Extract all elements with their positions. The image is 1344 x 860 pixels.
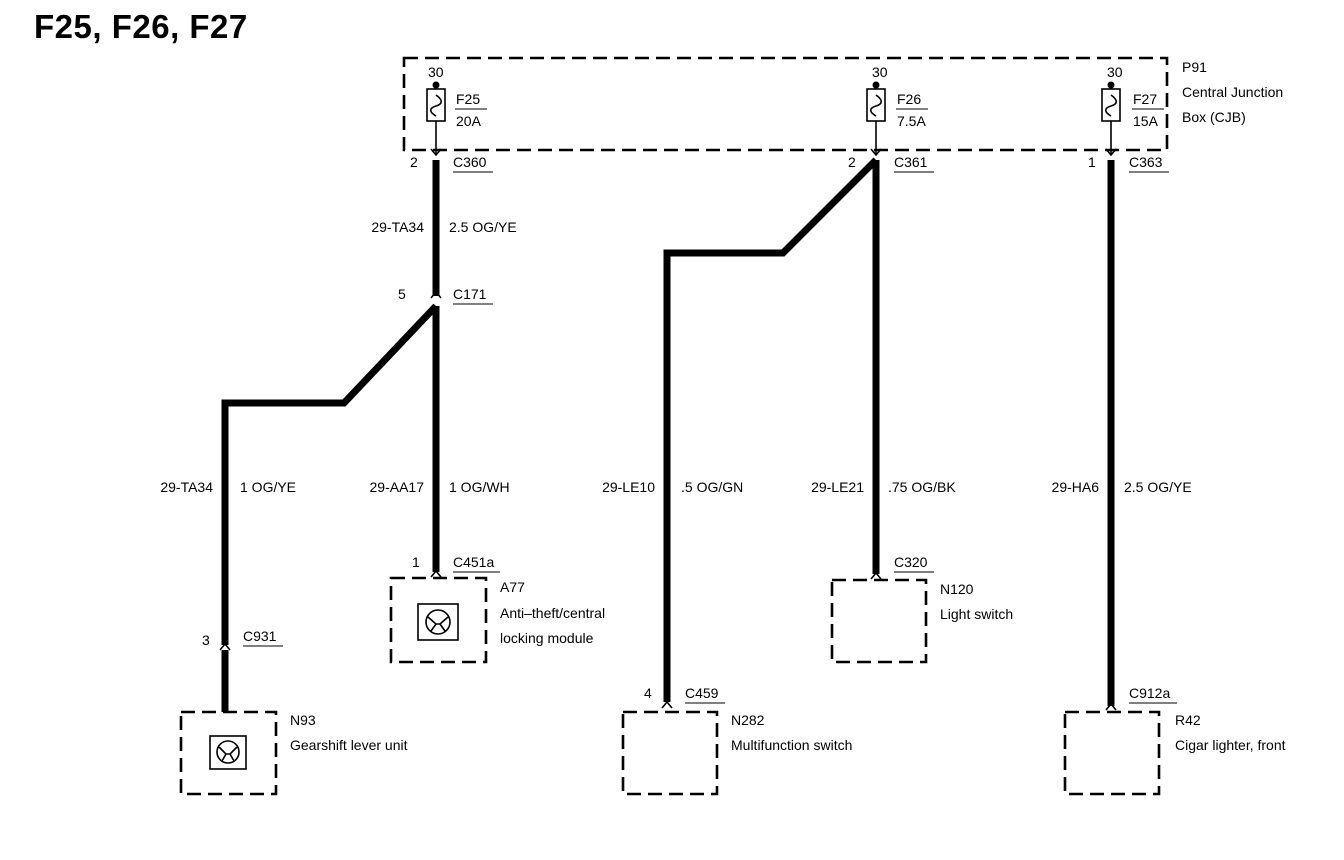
a77-pin: 1 xyxy=(412,554,420,570)
wire-w1-spec: 2.5 OG/YE xyxy=(449,219,517,235)
a77-ref: A77 xyxy=(500,579,525,595)
connector-c931: C931 xyxy=(243,628,277,644)
wire-w5-spec: .75 OG/BK xyxy=(888,479,956,495)
wire-29-le10 xyxy=(663,157,879,702)
component-r42: C912a R42 Cigar lighter, front xyxy=(1063,685,1286,796)
fuse-f27-name: F27 xyxy=(1133,91,1157,107)
fuse-f27: 30 F27 15A 1 C363 xyxy=(1088,64,1169,173)
inline-connector-c171: 5 C171 xyxy=(398,286,493,305)
wire-w3-circuit: 29-AA17 xyxy=(370,479,425,495)
cjb-box-outline xyxy=(402,56,1169,152)
c171-name: C171 xyxy=(453,286,487,302)
wire-w2-spec: 1 OG/YE xyxy=(240,479,296,495)
component-n93: 3 C931 N93 Gearshift lever unit xyxy=(179,628,408,796)
fuse-f26-supply: 30 xyxy=(872,64,888,80)
a77-box xyxy=(389,576,488,664)
connector-c363: C363 xyxy=(1129,154,1163,170)
wire-w6-spec: 2.5 OG/YE xyxy=(1124,479,1192,495)
cjb-label-line1: Central Junction xyxy=(1182,84,1283,100)
c171-pin: 5 xyxy=(398,286,406,302)
fuse-f27-rating: 15A xyxy=(1133,113,1159,129)
fuse-f25-supply: 30 xyxy=(428,64,444,80)
n93-ref: N93 xyxy=(290,712,316,728)
a77-label-line2: locking module xyxy=(500,630,594,646)
r42-box xyxy=(1063,710,1161,796)
fuse-f25-rating: 20A xyxy=(456,113,482,129)
component-a77: 1 C451a A77 Anti–theft/central locking m… xyxy=(389,554,605,664)
connector-c451a: C451a xyxy=(453,554,494,570)
wire-w4-circuit: 29-LE10 xyxy=(602,479,655,495)
fuse-f26-pin: 2 xyxy=(848,154,856,170)
fuse-f25-pin: 2 xyxy=(410,154,418,170)
n282-label-line1: Multifunction switch xyxy=(731,737,852,753)
cjb-ref: P91 xyxy=(1182,59,1207,75)
n120-box xyxy=(830,578,928,664)
connector-c459: C459 xyxy=(685,685,719,701)
fuse-f25-name: F25 xyxy=(456,91,480,107)
wire-w4-spec: .5 OG/GN xyxy=(681,479,743,495)
wire-w2-circuit: 29-TA34 xyxy=(160,479,213,495)
connector-c361: C361 xyxy=(894,154,928,170)
n120-ref: N120 xyxy=(940,581,974,597)
diagram-title: F25, F26, F27 xyxy=(34,8,248,45)
n93-label-line1: Gearshift lever unit xyxy=(290,737,408,753)
a77-label-line1: Anti–theft/central xyxy=(500,605,605,621)
connector-c360: C360 xyxy=(453,154,487,170)
n120-label-line1: Light switch xyxy=(940,606,1013,622)
r42-label-line1: Cigar lighter, front xyxy=(1175,737,1286,753)
n93-pin: 3 xyxy=(202,632,210,648)
wire-29-ta34-gearshift xyxy=(221,303,439,645)
fuse-f26-name: F26 xyxy=(897,91,921,107)
fuse-f27-pin: 1 xyxy=(1088,154,1096,170)
wire-w6-circuit: 29-HA6 xyxy=(1052,479,1100,495)
n282-ref: N282 xyxy=(731,712,765,728)
component-n120: C320 N120 Light switch xyxy=(830,554,1013,664)
wire-w3-spec: 1 OG/WH xyxy=(449,479,510,495)
r42-ref: R42 xyxy=(1175,712,1201,728)
wire-w5-circuit: 29-LE21 xyxy=(811,479,864,495)
n93-box xyxy=(179,710,278,796)
fuse-f25: 30 F25 20A 2 C360 xyxy=(410,64,493,173)
connector-c320: C320 xyxy=(894,554,928,570)
wire-w1-circuit: 29-TA34 xyxy=(371,219,424,235)
fuse-f26: 30 F26 7.5A 2 C361 xyxy=(848,64,934,173)
n282-box xyxy=(621,710,719,796)
connector-c912a: C912a xyxy=(1129,685,1170,701)
fuse-f26-rating: 7.5A xyxy=(897,113,926,129)
fuse-f27-supply: 30 xyxy=(1107,64,1123,80)
component-n282: 4 C459 N282 Multifunction switch xyxy=(621,685,852,796)
cjb-label-line2: Box (CJB) xyxy=(1182,109,1246,125)
n282-pin: 4 xyxy=(644,685,652,701)
